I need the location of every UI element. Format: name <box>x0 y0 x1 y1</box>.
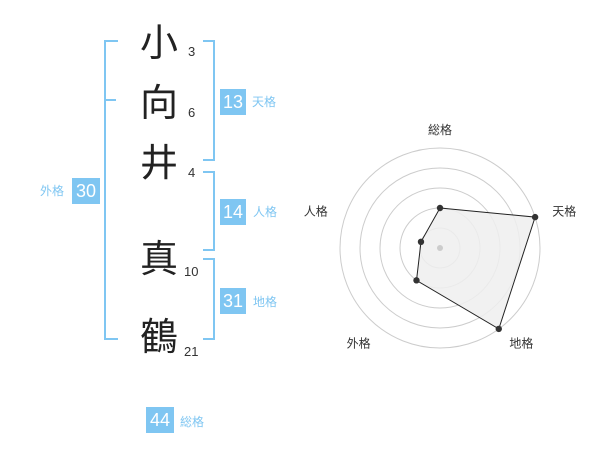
radar-axis-label-2: 天格 <box>552 204 576 219</box>
name-char-4: 真 <box>140 237 179 281</box>
radar-axis-label-1: 総格 <box>428 122 452 137</box>
radar-axis-label-4: 外格 <box>347 335 371 350</box>
radar-point-2 <box>531 213 539 221</box>
chikaku-label: 地格 <box>253 295 278 309</box>
radar-area <box>415 207 536 330</box>
radar-point-5 <box>417 238 425 246</box>
name-char-5: 鶴 <box>140 315 179 359</box>
name-char-1: 小 <box>140 21 179 65</box>
stroke-count-4: 10 <box>184 264 199 279</box>
soukaku-value: 44 <box>146 407 174 433</box>
radar-point-4 <box>413 277 420 284</box>
jinkaku-value: 14 <box>220 199 246 225</box>
gaikaku-label: 外格 <box>40 184 65 198</box>
jinkaku-label: 人格 <box>253 205 278 219</box>
chikaku-value: 31 <box>220 288 246 314</box>
tenkaku-bracket <box>203 40 215 161</box>
stroke-count-3: 4 <box>188 165 196 180</box>
radar-center-dot <box>437 245 443 251</box>
radar-ring-5 <box>339 147 541 349</box>
tenkaku-label: 天格 <box>252 95 277 109</box>
name-char-2: 向 <box>140 81 179 125</box>
tenkaku-value: 13 <box>220 89 246 115</box>
stroke-count-2: 6 <box>188 105 196 120</box>
name-char-3: 井 <box>140 141 179 185</box>
stroke-count-5: 21 <box>184 344 199 359</box>
radar-point-1 <box>436 204 444 212</box>
soukaku-label: 総格 <box>180 415 205 429</box>
radar-axis-label-5: 人格 <box>304 204 328 219</box>
radar-axis-label-3: 地格 <box>509 335 533 350</box>
gaikaku-bracket-tick <box>104 99 116 101</box>
jinkaku-bracket <box>203 171 215 251</box>
gaikaku-bracket <box>104 40 118 340</box>
radar-point-3 <box>495 325 502 333</box>
gaikaku-value: 30 <box>72 178 100 204</box>
chikaku-bracket <box>203 258 215 340</box>
stroke-count-1: 3 <box>188 44 196 59</box>
